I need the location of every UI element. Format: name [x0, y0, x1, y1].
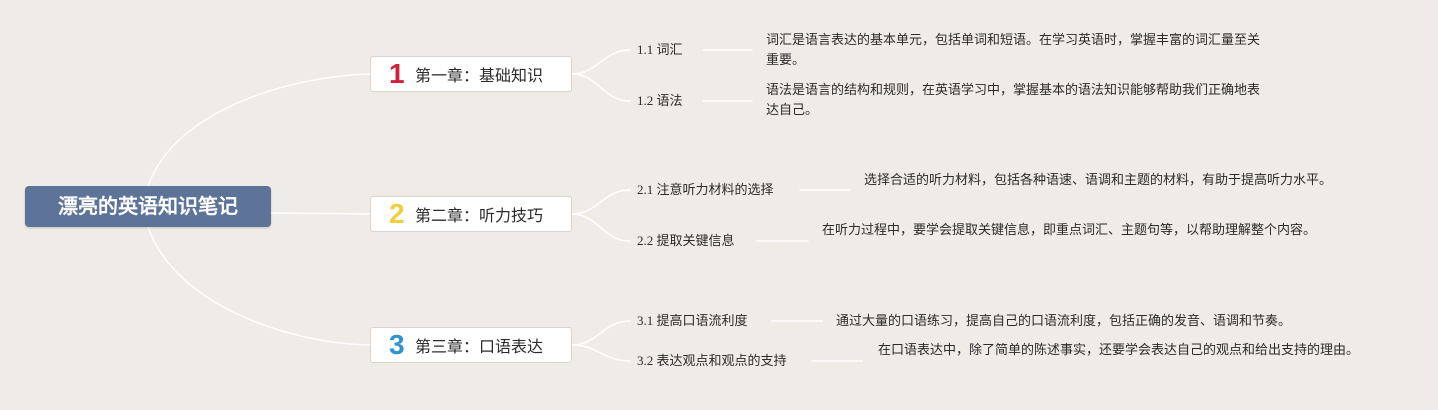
detail-1-1[interactable]: 词汇是语言表达的基本单元，包括单词和短语。在学习英语时，掌握丰富的词汇量至关重要… — [766, 33, 1261, 68]
subtopic-3-1[interactable]: 3.1 提高口语流利度 — [637, 313, 748, 328]
subtopic-1-1[interactable]: 1.1 词汇 — [637, 42, 683, 57]
link-root-chapter-1 — [147, 73, 371, 187]
subtopic-2-1[interactable]: 2.1 注意听力材料的选择 — [637, 182, 774, 197]
chapter-3-number-icon: 3 — [389, 329, 405, 360]
chapter-2-node[interactable]: 2 第二章：听力技巧 — [370, 196, 572, 232]
detail-2-2[interactable]: 在听力过程中，要学会提取关键信息，即重点词汇、主题句等，以帮助理解整个内容。 — [822, 223, 1317, 238]
link-root-chapter-2 — [270, 212, 371, 215]
chapter-1-number-icon: 1 — [389, 58, 405, 89]
subtopic-1-2[interactable]: 1.2 语法 — [637, 93, 683, 108]
link-chapter-1-sub-1 — [571, 49, 631, 75]
chapter-3-title: 第三章：口语表达 — [415, 337, 544, 356]
link-chapter-2-sub-2 — [571, 213, 631, 242]
chapter-1-node[interactable]: 1 第一章：基础知识 — [370, 56, 572, 92]
chapter-2-title: 第二章：听力技巧 — [415, 206, 544, 225]
subtopic-2-2[interactable]: 2.2 提取关键信息 — [637, 233, 735, 248]
link-chapter-3-sub-1 — [571, 320, 631, 346]
detail-2-1[interactable]: 选择合适的听力材料，包括各种语速、语调和主题的材料，有助于提高听力水平。 — [864, 173, 1333, 188]
chapter-2-number-icon: 2 — [389, 198, 405, 229]
detail-3-1[interactable]: 通过大量的口语练习，提高自己的口语流利度，包括正确的发音、语调和节奏。 — [836, 314, 1292, 329]
chapter-1-title: 第一章：基础知识 — [415, 66, 544, 85]
root-topic[interactable]: 漂亮的英语知识笔记 — [25, 186, 271, 227]
subtopic-3-2[interactable]: 3.2 表达观点和观点的支持 — [637, 353, 787, 368]
detail-1-2[interactable]: 语法是语言的结构和规则，在英语学习中，掌握基本的语法知识能够帮助我们正确地表达自… — [766, 83, 1261, 118]
link-chapter-2-sub-1 — [571, 189, 631, 215]
chapter-3-node[interactable]: 3 第三章：口语表达 — [370, 327, 572, 363]
link-chapter-1-sub-2 — [571, 73, 631, 102]
detail-3-2[interactable]: 在口语表达中，除了简单的陈述事实，还要学会表达自己的观点和给出支持的理由。 — [878, 343, 1360, 358]
link-root-chapter-3 — [147, 226, 371, 346]
link-chapter-3-sub-2 — [571, 344, 631, 362]
